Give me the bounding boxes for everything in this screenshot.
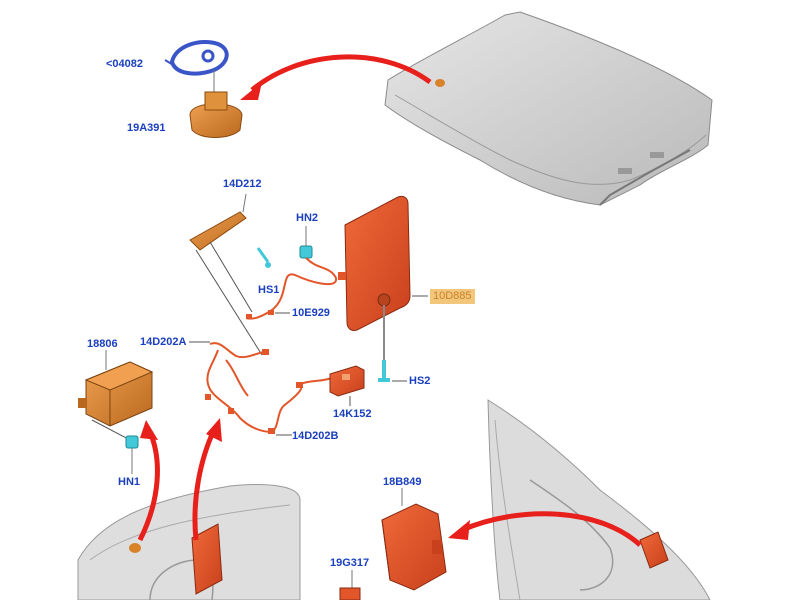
callout-hn2: HN2: [296, 212, 319, 224]
panel-part-10d885: [338, 195, 428, 331]
callout-10d885: 10D885: [430, 289, 475, 304]
callout-14d202a: 14D202A: [140, 336, 187, 348]
arrow-body-to-18b849: [448, 511, 642, 547]
arrow-roof-to-lamp: [240, 54, 432, 100]
side-body-panel: [487, 399, 711, 600]
callout-19g317: 19G317: [330, 557, 370, 569]
callout-10e929: 10E929: [292, 307, 330, 319]
callout-14d202b: 14D202B: [292, 430, 339, 442]
roof-panel: [384, 11, 713, 206]
bezel-part: [164, 40, 229, 76]
callout-18806: 18806: [87, 338, 118, 350]
callout-19a391: 19A391: [127, 122, 166, 134]
callout-04082: <04082: [106, 58, 144, 70]
arrow-dash-to-module: [137, 420, 160, 542]
bracket-part: [189, 193, 263, 356]
callout-hn1: HN1: [118, 476, 141, 488]
callout-hs1: HS1: [258, 284, 280, 296]
screw-hs1: [256, 247, 271, 268]
lamp-part: [189, 70, 243, 138]
harness-lower: [189, 341, 333, 436]
nut-hn2: [299, 226, 313, 259]
harness-upper: [245, 257, 337, 320]
nut-hn1: [125, 435, 139, 474]
callout-18b849: 18B849: [383, 476, 422, 488]
module-part-19g317: [339, 570, 361, 600]
callout-14k152: 14K152: [333, 408, 372, 420]
arrow-dash-to-harness: [192, 418, 222, 541]
connector-part-14k152: [329, 365, 365, 406]
module-part-18b849: [381, 488, 447, 591]
dashboard-panel: [77, 484, 301, 600]
stud-hs2: [378, 305, 407, 382]
callout-hs2: HS2: [409, 375, 431, 387]
callout-14d212: 14D212: [223, 178, 262, 190]
module-part-18806: [78, 350, 154, 441]
